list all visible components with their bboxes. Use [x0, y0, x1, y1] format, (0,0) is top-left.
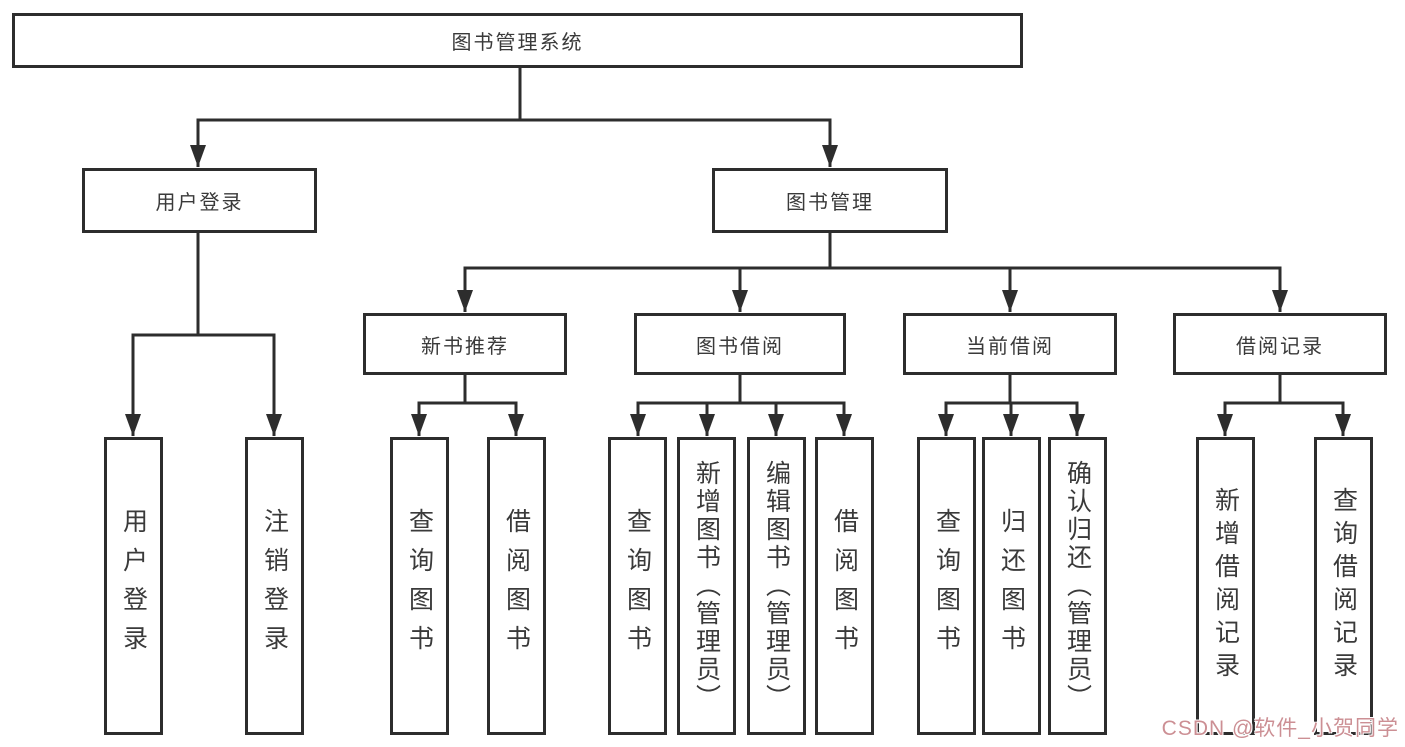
node-label: 当前借阅 [966, 335, 1054, 358]
node-label: 查询借阅记录 [1329, 487, 1358, 685]
node-user-login-group: 用户登录 [82, 168, 317, 233]
node-label: 查询图书 [932, 508, 961, 664]
node-label: 查询图书 [405, 508, 434, 664]
node-borrowing-records: 借阅记录 [1173, 313, 1387, 375]
node-label: 用户登录 [155, 192, 244, 214]
node-label: 图书管理 [786, 192, 874, 214]
node-label: 确认归还（管理员） [1063, 460, 1092, 712]
node-leaf-add-borrow-record: 新增借阅记录 [1196, 437, 1255, 735]
node-leaf-cur-confirm-return-admin: 确认归还（管理员） [1048, 437, 1107, 735]
node-current-borrowing: 当前借阅 [903, 313, 1117, 375]
node-label: 新增借阅记录 [1211, 487, 1240, 685]
node-leaf-cur-return-book: 归还图书 [982, 437, 1041, 735]
node-new-book-recommendation: 新书推荐 [363, 313, 567, 375]
node-label: 用户登录 [119, 508, 148, 664]
node-label: 归还图书 [997, 508, 1026, 664]
node-leaf-user-login: 用户登录 [104, 437, 163, 735]
node-leaf-query-borrow-record: 查询借阅记录 [1314, 437, 1373, 735]
node-book-management: 图书管理 [712, 168, 948, 233]
node-label: 借阅记录 [1236, 335, 1324, 358]
node-label: 图书借阅 [696, 335, 784, 358]
node-label: 借阅图书 [830, 508, 859, 664]
node-leaf-cur-query-book: 查询图书 [917, 437, 976, 735]
node-book-borrowing: 图书借阅 [634, 313, 846, 375]
node-label: 编辑图书（管理员） [762, 460, 791, 712]
node-leaf-bb-borrow-book: 借阅图书 [815, 437, 874, 735]
node-leaf-bb-add-book-admin: 新增图书（管理员） [677, 437, 736, 735]
node-library-management-system: 图书管理系统 [12, 13, 1023, 68]
node-leaf-bb-query-book: 查询图书 [608, 437, 667, 735]
node-label: 新增图书（管理员） [692, 460, 721, 712]
node-label: 图书管理系统 [451, 32, 584, 54]
node-label: 注销登录 [260, 508, 289, 664]
node-leaf-rec-query-book: 查询图书 [390, 437, 449, 735]
node-leaf-rec-borrow-book: 借阅图书 [487, 437, 546, 735]
node-label: 新书推荐 [421, 335, 509, 358]
node-label: 借阅图书 [502, 508, 531, 664]
node-label: 查询图书 [623, 508, 652, 664]
node-leaf-logout: 注销登录 [245, 437, 304, 735]
node-leaf-bb-edit-book-admin: 编辑图书（管理员） [747, 437, 806, 735]
csdn-watermark: CSDN @软件_小贺同学 [1161, 717, 1399, 740]
